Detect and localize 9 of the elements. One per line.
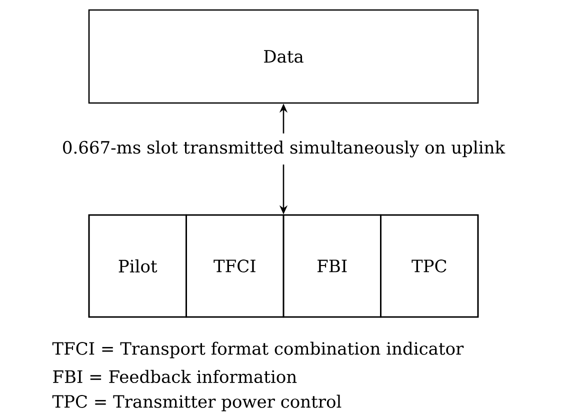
- slot-caption: 0.667-ms slot transmitted simultaneously on uplink: [63, 140, 506, 158]
- field-cell: FBI: [282, 214, 382, 318]
- legend-note: TFCI = Transport format combination indicator: [52, 342, 464, 358]
- legend-note: TPC = Transmitter power control: [52, 394, 342, 412]
- field-cell: TPC: [380, 214, 479, 318]
- field-cell: TFCI: [186, 214, 284, 318]
- data-box: Data: [88, 9, 479, 104]
- legend-note: FBI = Feedback information: [53, 370, 297, 384]
- field-cell: Pilot: [88, 214, 187, 318]
